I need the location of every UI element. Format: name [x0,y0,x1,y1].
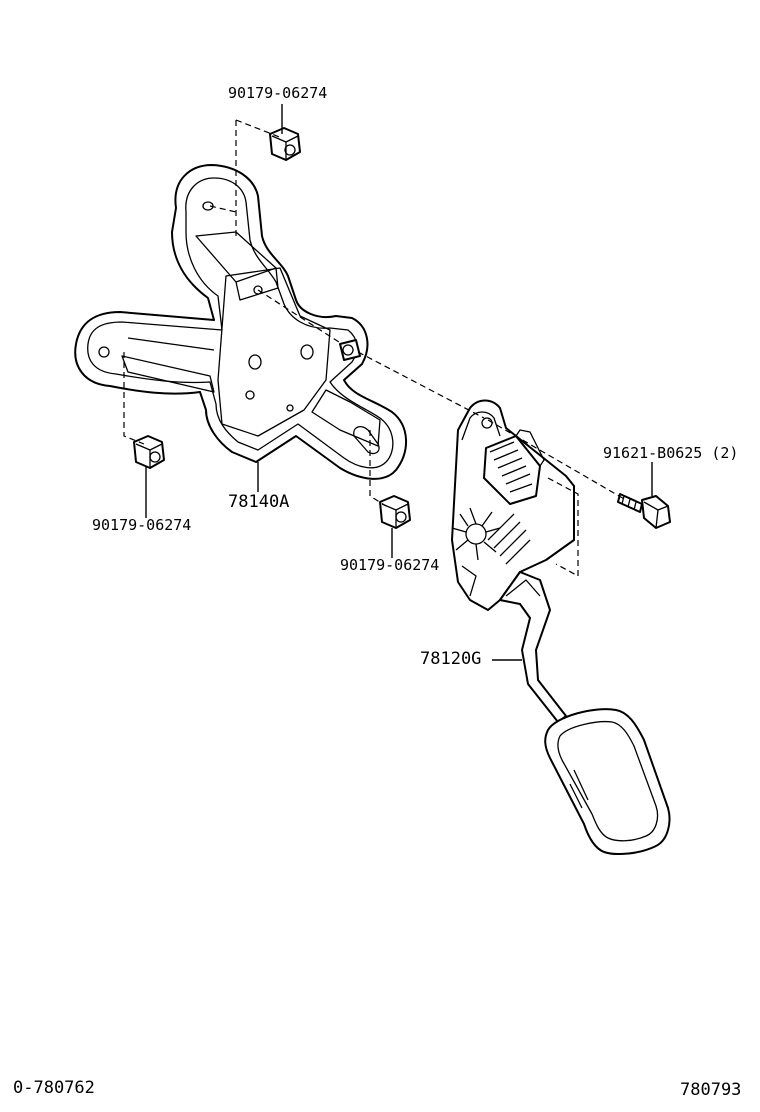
label-nut-left: 90179-06274 [92,516,192,534]
bracket-78140a [74,164,408,480]
pedal-assembly-78120g [451,399,671,855]
leader-lines [145,104,653,661]
label-bolt: 91621-B0625 (2) [603,444,739,462]
label-bracket: 78140A [228,492,290,512]
footer-left-code: 0-780762 [13,1078,95,1098]
nut-mid-icon [379,495,411,529]
footer-right-code: 780793 [680,1080,742,1100]
label-nut-top: 90179-06274 [228,84,328,102]
spring-fan-icon [451,507,501,561]
nut-top-icon [269,127,301,161]
label-pedal-assy: 78120G [420,649,482,669]
assembly-lines [123,119,627,578]
bolt-icon [617,493,671,529]
label-nut-mid: 90179-06274 [340,556,440,574]
nut-left-icon [133,435,165,469]
